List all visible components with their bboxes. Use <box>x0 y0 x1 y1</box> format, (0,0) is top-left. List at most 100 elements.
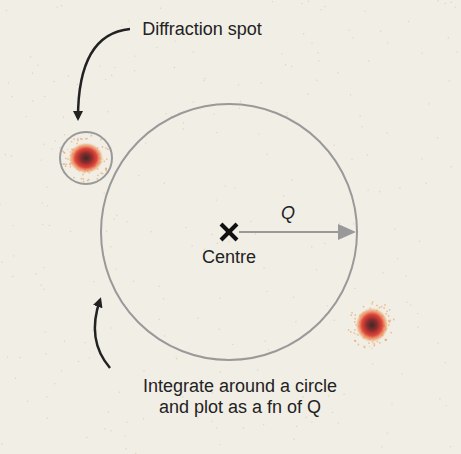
noise-dot <box>108 412 109 413</box>
noise-dot <box>305 417 306 418</box>
noise-dot <box>243 428 244 429</box>
noise-dot <box>7 356 8 357</box>
speckle-dot <box>105 168 107 170</box>
noise-dot <box>64 341 65 342</box>
integration-circle <box>101 104 357 360</box>
noise-dot <box>387 432 388 433</box>
noise-dot <box>15 378 16 379</box>
noise-dot <box>110 327 111 328</box>
noise-dot <box>12 96 13 97</box>
noise-dot <box>382 272 383 273</box>
noise-dot <box>318 60 319 61</box>
noise-dot <box>197 318 198 319</box>
noise-dot <box>110 430 111 431</box>
noise-dot <box>316 269 317 270</box>
noise-dot <box>391 403 392 404</box>
speckle-dot <box>358 344 360 346</box>
noise-dot <box>32 100 33 101</box>
noise-dot <box>291 66 292 67</box>
noise-dot <box>193 101 194 102</box>
noise-dot <box>437 0 438 1</box>
noise-dot <box>104 193 105 194</box>
noise-dot <box>108 111 109 112</box>
speckle-dot <box>65 163 67 165</box>
speckle-dot <box>81 178 83 180</box>
noise-dot <box>126 221 127 222</box>
noise-dot <box>419 241 420 242</box>
callout-label-wrap: Diffraction spot <box>142 19 262 40</box>
speckle-dot <box>106 158 108 160</box>
noise-dot <box>405 275 406 276</box>
noise-dot <box>220 444 221 445</box>
noise-dot <box>204 78 205 79</box>
speckle-dot <box>73 138 75 140</box>
noise-dot <box>46 396 47 397</box>
noise-dot <box>437 343 438 344</box>
noise-dot <box>216 199 217 200</box>
speckle-dot <box>62 163 64 165</box>
noise-dot <box>311 246 312 247</box>
noise-dot <box>295 321 296 322</box>
noise-dot <box>164 335 165 336</box>
noise-dot <box>128 20 129 21</box>
speckle-dot <box>379 342 381 344</box>
noise-dot <box>134 55 135 56</box>
noise-dot <box>114 67 115 68</box>
noise-dot <box>386 132 387 133</box>
noise-dot <box>185 227 186 228</box>
speckle-dot <box>381 306 383 308</box>
speckle-dot <box>73 177 75 179</box>
noise-dot <box>232 344 233 345</box>
speckle-dot <box>88 179 90 181</box>
speckle-dot <box>77 138 79 140</box>
noise-dot <box>308 1 309 2</box>
noise-dot <box>41 159 42 160</box>
noise-dot <box>379 191 380 192</box>
speckle-dot <box>348 329 350 331</box>
noise-dot <box>397 258 398 259</box>
noise-dot <box>125 448 126 449</box>
noise-dot <box>46 187 47 188</box>
noise-dot <box>70 231 71 232</box>
noise-dot <box>93 281 94 282</box>
noise-dot <box>263 267 264 268</box>
noise-dot <box>339 223 340 224</box>
noise-dot <box>283 195 284 196</box>
speckle-dot <box>71 141 73 143</box>
noise-dot <box>176 356 177 357</box>
noise-dot <box>57 6 58 7</box>
noise-dot <box>446 405 447 406</box>
noise-dot <box>63 117 64 118</box>
noise-dot <box>64 134 65 135</box>
speckle-dot <box>354 329 356 331</box>
speckle-dot <box>81 138 83 140</box>
noise-dot <box>408 21 409 22</box>
speckle-dot <box>105 168 107 170</box>
speckle-dot <box>376 305 378 307</box>
noise-dot <box>327 305 328 306</box>
noise-dot <box>1 444 2 445</box>
noise-dot <box>353 223 354 224</box>
speckle-dot <box>386 310 388 312</box>
noise-dot <box>455 6 456 7</box>
noise-dot <box>32 73 33 74</box>
speckle-dot <box>350 314 352 316</box>
speckle-dot <box>353 332 355 334</box>
noise-dot <box>27 401 28 402</box>
noise-dot <box>265 341 266 342</box>
speckle-dot <box>105 147 107 149</box>
noise-dot <box>450 446 451 447</box>
centre-label: Centre <box>202 247 256 268</box>
noise-dot <box>286 112 287 113</box>
noise-dot <box>211 234 212 235</box>
noise-dot <box>445 362 446 363</box>
noise-dot <box>41 285 42 286</box>
noise-dot <box>228 241 229 242</box>
speckle-dot <box>363 346 365 348</box>
noise-dot <box>399 187 400 188</box>
noise-dot <box>54 383 55 384</box>
noise-dot <box>266 291 267 292</box>
speckle-dot <box>354 318 356 320</box>
noise-dot <box>125 435 126 436</box>
speckle-dot <box>384 304 386 306</box>
